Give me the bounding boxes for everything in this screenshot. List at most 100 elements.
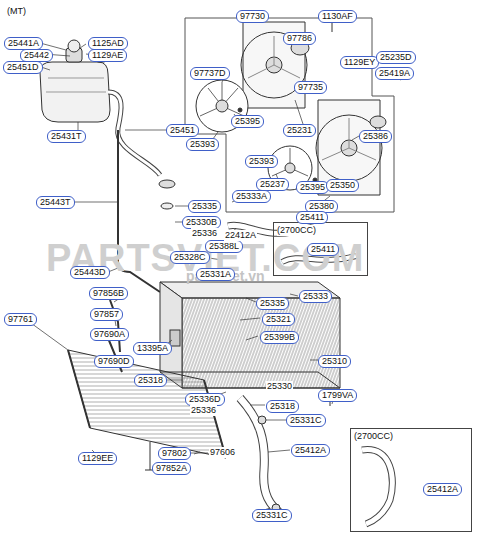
callout-number: 25399B (264, 332, 295, 342)
callout-number: 25443D (74, 267, 106, 277)
callout-number: 25318 (138, 375, 163, 385)
callout-number: 25335 (260, 298, 285, 308)
callout-box: 25412A (291, 444, 330, 457)
variant-box: (2700CC) 25411 (273, 222, 368, 276)
callout-number: 25388L (209, 241, 239, 251)
callout-number: 97735 (298, 82, 323, 92)
callout-box: 25328C (170, 251, 210, 264)
callout-number: 25318 (270, 401, 295, 411)
callout-number: 25231 (287, 125, 312, 135)
callout-box: 25443T (36, 196, 75, 209)
callout-number: 97737D (194, 68, 226, 78)
callout-box: 25318 (134, 374, 167, 387)
callout-number: 25336D (189, 394, 221, 404)
variant-box: (2700CC) 25412A (350, 428, 472, 532)
callout-box: 25235D (376, 51, 416, 64)
callout-number: 1799VA (322, 390, 353, 400)
callout-number: 97857 (94, 309, 119, 319)
callout-box: 25335 (188, 200, 221, 213)
callout-box: 97737D (190, 67, 230, 80)
callout-number: 25333 (303, 291, 328, 301)
callout-box: 25411 (296, 211, 328, 224)
callout-box: 25419A (375, 67, 414, 80)
callout-number: 1130AF (322, 11, 353, 21)
callout-number: 1129EY (344, 57, 375, 67)
callout-box: 25350 (326, 179, 359, 192)
callout-number: 25451 (170, 125, 195, 135)
callout-box: 25399B (260, 331, 299, 344)
callout-number: 25386 (363, 131, 388, 141)
callout-box: 97690D (94, 355, 134, 368)
callout-number: 25443T (40, 197, 71, 207)
callout-number: 25331A (200, 269, 231, 279)
callout-number: 97786 (287, 33, 312, 43)
callout-box: 97857 (90, 308, 123, 321)
callout-number: 97606 (209, 447, 236, 458)
callout-number: 97856B (93, 288, 124, 298)
callout-box: 97802 (158, 447, 191, 460)
variant-title: (2700CC) (354, 431, 393, 442)
callout-number: 25331C (290, 415, 322, 425)
callout-number: 25310 (322, 356, 347, 366)
callout-box: 25393 (186, 138, 219, 151)
view-note: (MT) (6, 6, 27, 17)
callout-box: 25321 (262, 313, 295, 326)
callout-number: 25412A (295, 445, 326, 455)
callout-number: 97761 (8, 314, 33, 324)
callout-number: 25335 (192, 201, 217, 211)
callout-number: 97690D (98, 356, 130, 366)
callout-number: 25412A (427, 484, 458, 494)
callout-box: 25333 (299, 290, 332, 303)
callout-number: 25336 (191, 228, 218, 239)
callout-box: 1799VA (318, 389, 357, 402)
callout-box: 25386 (359, 130, 392, 143)
callout-number: 25235D (380, 52, 412, 62)
callout-number: 25411 (300, 212, 324, 222)
callout-number: 25350 (330, 180, 355, 190)
callout-number: 1129AE (92, 50, 123, 60)
callout-box: 97856B (89, 287, 128, 300)
variant-title: (2700CC) (277, 225, 316, 236)
callout-box: 97690A (90, 328, 129, 341)
callout-box: 25411 (307, 243, 339, 256)
callout-number: 25419A (379, 68, 410, 78)
callout-number: 25451D (7, 62, 39, 72)
callout-box: 25318 (266, 400, 299, 413)
callout-number: 25393 (249, 156, 274, 166)
callout-number: 25330B (186, 217, 217, 227)
callout-box: 1130AF (318, 10, 357, 23)
callout-box: 25331C (252, 509, 292, 522)
callout-number: 25336 (190, 405, 217, 416)
callout-number: 25441A (8, 38, 39, 48)
callout-box: 97852A (152, 462, 191, 475)
callout-box: 25231 (283, 124, 316, 137)
callout-box: 25331C (286, 414, 326, 427)
callout-box: 13395A (133, 342, 172, 355)
callout-number: 1129EE (82, 453, 113, 463)
callout-box: 1129EY (340, 56, 379, 69)
callout-number: 25237 (260, 179, 285, 189)
callout-number: 25395 (300, 182, 325, 192)
callout-box: 25451 (166, 124, 199, 137)
callout-box: 97761 (4, 313, 37, 326)
callout-box: 25451D (3, 61, 43, 74)
callout-number: 25431T (51, 131, 82, 141)
callout-box: 25310 (318, 355, 351, 368)
callout-number: 25395 (235, 116, 260, 126)
callout-box: 25443D (70, 266, 110, 279)
callout-box: 1129EE (78, 452, 117, 465)
callout-box: 25335 (256, 297, 289, 310)
callout-number: 25328C (174, 252, 206, 262)
callout-box: 25333A (232, 190, 271, 203)
callout-number: 25380 (309, 201, 334, 211)
callout-number: 25411 (311, 244, 335, 254)
callout-box: 97786 (283, 32, 316, 45)
callout-number: 25321 (266, 314, 291, 324)
callout-number: 1125AD (92, 38, 124, 48)
callout-number: 13395A (137, 343, 168, 353)
callout-number: 97690A (94, 329, 125, 339)
callout-box: 97730 (236, 10, 269, 23)
callout-number: 22412A (224, 230, 257, 241)
callout-number: 25393 (190, 139, 215, 149)
callout-box: 25388L (205, 240, 243, 253)
